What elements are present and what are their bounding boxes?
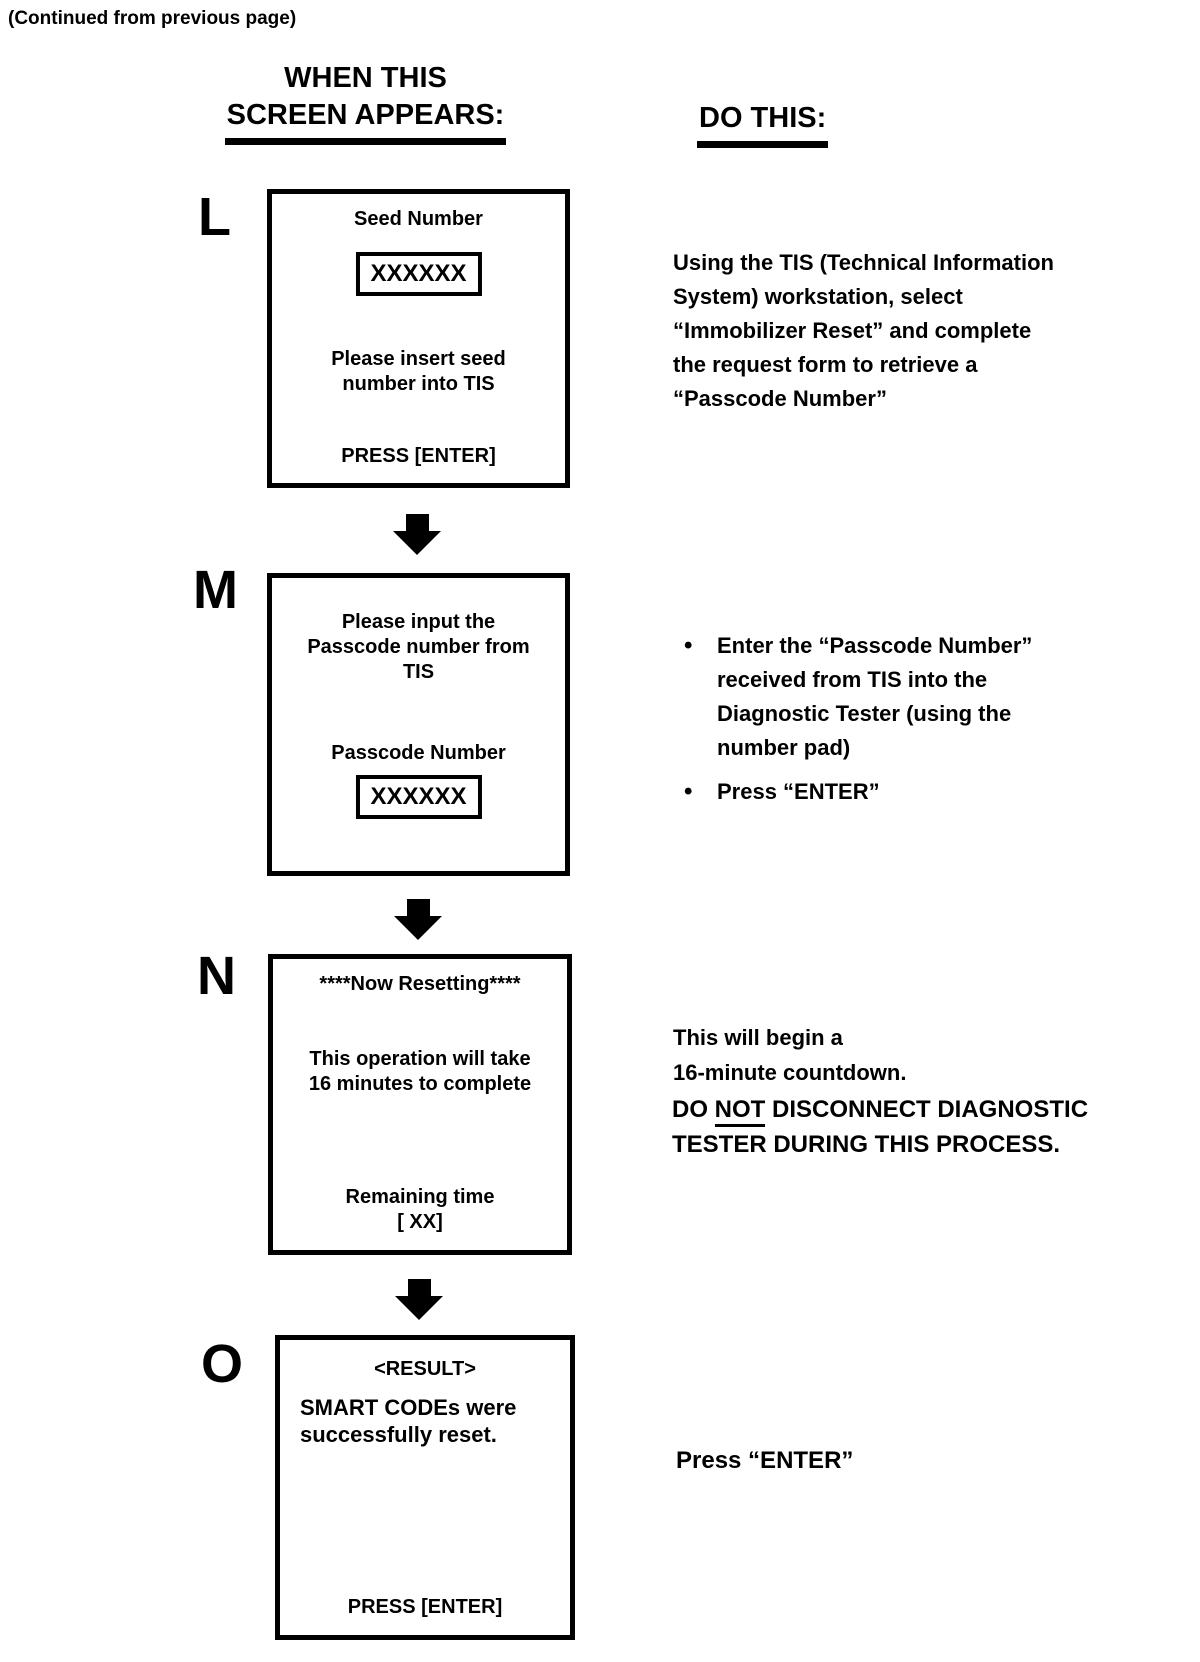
bullet-text: Enter the “Passcode Number” received fro… bbox=[717, 633, 1033, 760]
screen-o-message: SMART CODEs were successfully reset. bbox=[300, 1395, 517, 1447]
bullet-icon: • bbox=[684, 778, 693, 805]
step-label-l: L bbox=[198, 187, 231, 247]
flow-down-arrow-icon bbox=[395, 1279, 444, 1320]
flow-down-arrow-icon bbox=[393, 514, 442, 555]
tester-screen-o: <RESULT> SMART CODEs were successfully r… bbox=[275, 1335, 575, 1640]
instruction-n: This will begin a 16-minute countdown. bbox=[673, 1025, 907, 1085]
tester-screen-m: Please input the Passcode number from TI… bbox=[267, 573, 570, 876]
screen-l-title: Seed Number bbox=[354, 208, 483, 230]
step-label-o: O bbox=[201, 1334, 244, 1394]
instruction-n-warning: DO NOT DISCONNECT DIAGNOSTIC TESTER DURI… bbox=[672, 1092, 1088, 1162]
screen-n-title: ****Now Resetting**** bbox=[319, 973, 521, 995]
step-label-n: N bbox=[197, 946, 236, 1006]
warning-not-underlined: NOT bbox=[714, 1096, 766, 1127]
screen-o-title: <RESULT> bbox=[374, 1358, 476, 1380]
continued-note: (Continued from previous page) bbox=[8, 8, 297, 29]
screen-l-footer: PRESS [ENTER] bbox=[341, 445, 496, 467]
bullet-text: Press “ENTER” bbox=[717, 779, 880, 804]
bullet-item: • Press “ENTER” bbox=[684, 775, 1104, 809]
step-label-m: M bbox=[193, 560, 238, 620]
warning-text: DO bbox=[672, 1096, 715, 1123]
screen-n-remaining-value: [ XX] bbox=[397, 1211, 443, 1233]
tester-screen-l: Seed Number XXXXXX Please insert seed nu… bbox=[267, 189, 570, 488]
screen-n-remaining-label: Remaining time bbox=[345, 1186, 495, 1208]
screen-l-message: Please insert seed number into TIS bbox=[331, 348, 506, 395]
screen-n-message: This operation will take 16 minutes to c… bbox=[308, 1048, 532, 1095]
column-header-do-this: DO THIS: bbox=[697, 100, 829, 148]
instruction-l: Using the TIS (Technical Information Sys… bbox=[673, 250, 1054, 411]
passcode-number-field: XXXXXX bbox=[355, 775, 482, 819]
flow-down-arrow-icon bbox=[394, 899, 443, 940]
bullet-icon: • bbox=[684, 632, 693, 659]
column-header-when-this-screen-appears: WHEN THIS SCREEN APPEARS: bbox=[225, 60, 506, 145]
warning-text: DISCONNECT DIAGNOSTIC TESTER DURING THIS… bbox=[672, 1096, 1089, 1158]
instruction-m-bullets: • Enter the “Passcode Number” received f… bbox=[684, 629, 1104, 809]
screen-m-field-label: Passcode Number bbox=[331, 742, 506, 764]
instruction-o: Press “ENTER” bbox=[676, 1447, 854, 1474]
bullet-item: • Enter the “Passcode Number” received f… bbox=[684, 629, 1104, 765]
tester-screen-n: ****Now Resetting**** This operation wil… bbox=[268, 954, 572, 1255]
screen-o-footer: PRESS [ENTER] bbox=[347, 1596, 503, 1618]
seed-number-field: XXXXXX bbox=[355, 252, 482, 296]
screen-m-message: Please input the Passcode number from TI… bbox=[307, 611, 530, 683]
